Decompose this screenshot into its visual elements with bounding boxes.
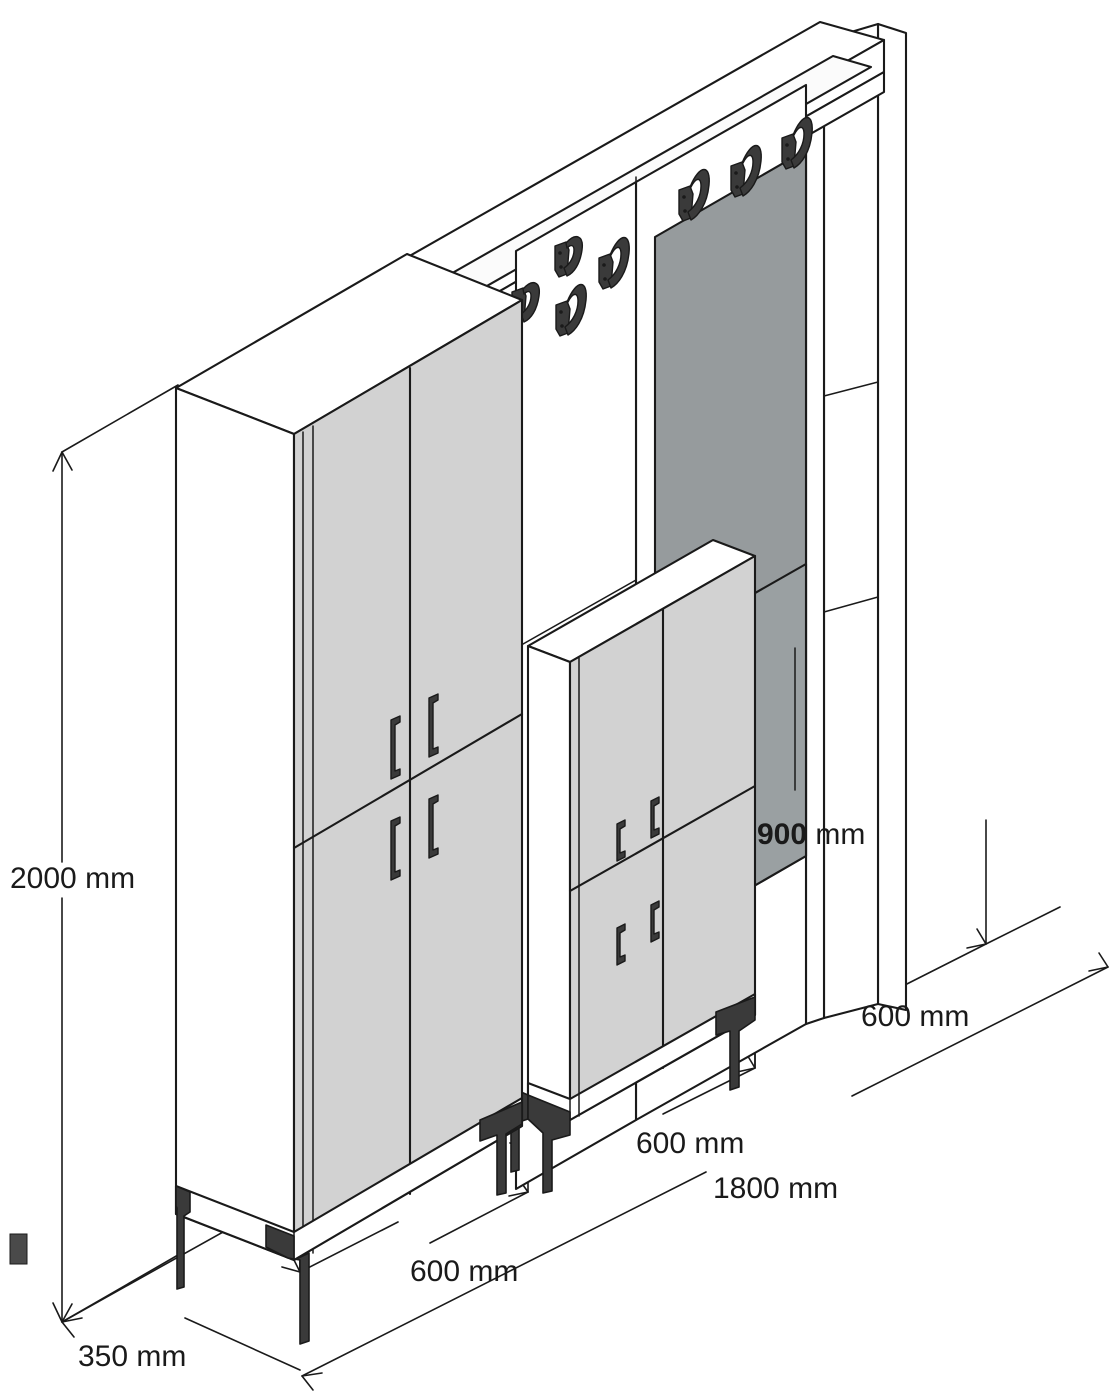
coat-hook <box>678 168 710 222</box>
dimension-label-overall-depth: 350 mm <box>78 1340 187 1373</box>
coat-hook <box>554 235 583 278</box>
cabinet-handle <box>428 693 439 758</box>
tapered-leg <box>175 1185 191 1290</box>
dimension-label-mirror-height-number: 900 <box>757 818 808 851</box>
cabinet-handle <box>650 796 660 839</box>
coat-hook <box>781 116 813 170</box>
color-swatch-marker <box>9 1233 28 1265</box>
back-panel <box>822 22 908 1020</box>
tall-wardrobe-cabinet <box>174 252 524 1345</box>
mirror-bay-side-panel <box>804 102 826 1026</box>
dimension-label-mirror-panel-width: 600 mm <box>861 1000 970 1033</box>
coat-hook <box>730 144 762 198</box>
coat-hook <box>555 283 587 337</box>
tapered-leg <box>479 1101 523 1196</box>
cabinet-handle <box>390 715 401 780</box>
shoe-cabinet <box>506 538 757 1194</box>
dimension-label-lower-cabinet-width: 600 mm <box>636 1127 745 1160</box>
cabinet-handle <box>390 816 401 881</box>
dimension-label-mirror-height-unit: mm <box>815 818 866 851</box>
dimension-label-tall-cabinet-width: 600 mm <box>410 1255 519 1288</box>
dimension-label-overall-height: 2000 mm <box>10 862 136 895</box>
cabinet-handle <box>650 900 660 943</box>
cabinet-handle <box>616 819 626 862</box>
dimension-label-mirror-height: 900 mm <box>757 818 865 852</box>
tapered-leg <box>715 996 756 1091</box>
tapered-leg <box>265 1224 310 1345</box>
cabinet-handle <box>616 923 626 966</box>
coat-hook-group <box>511 116 813 337</box>
cabinet-handle <box>428 794 439 859</box>
dimension-label-overall-width: 1800 mm <box>713 1172 839 1205</box>
coat-hook <box>598 236 630 290</box>
tapered-leg <box>527 1094 571 1194</box>
